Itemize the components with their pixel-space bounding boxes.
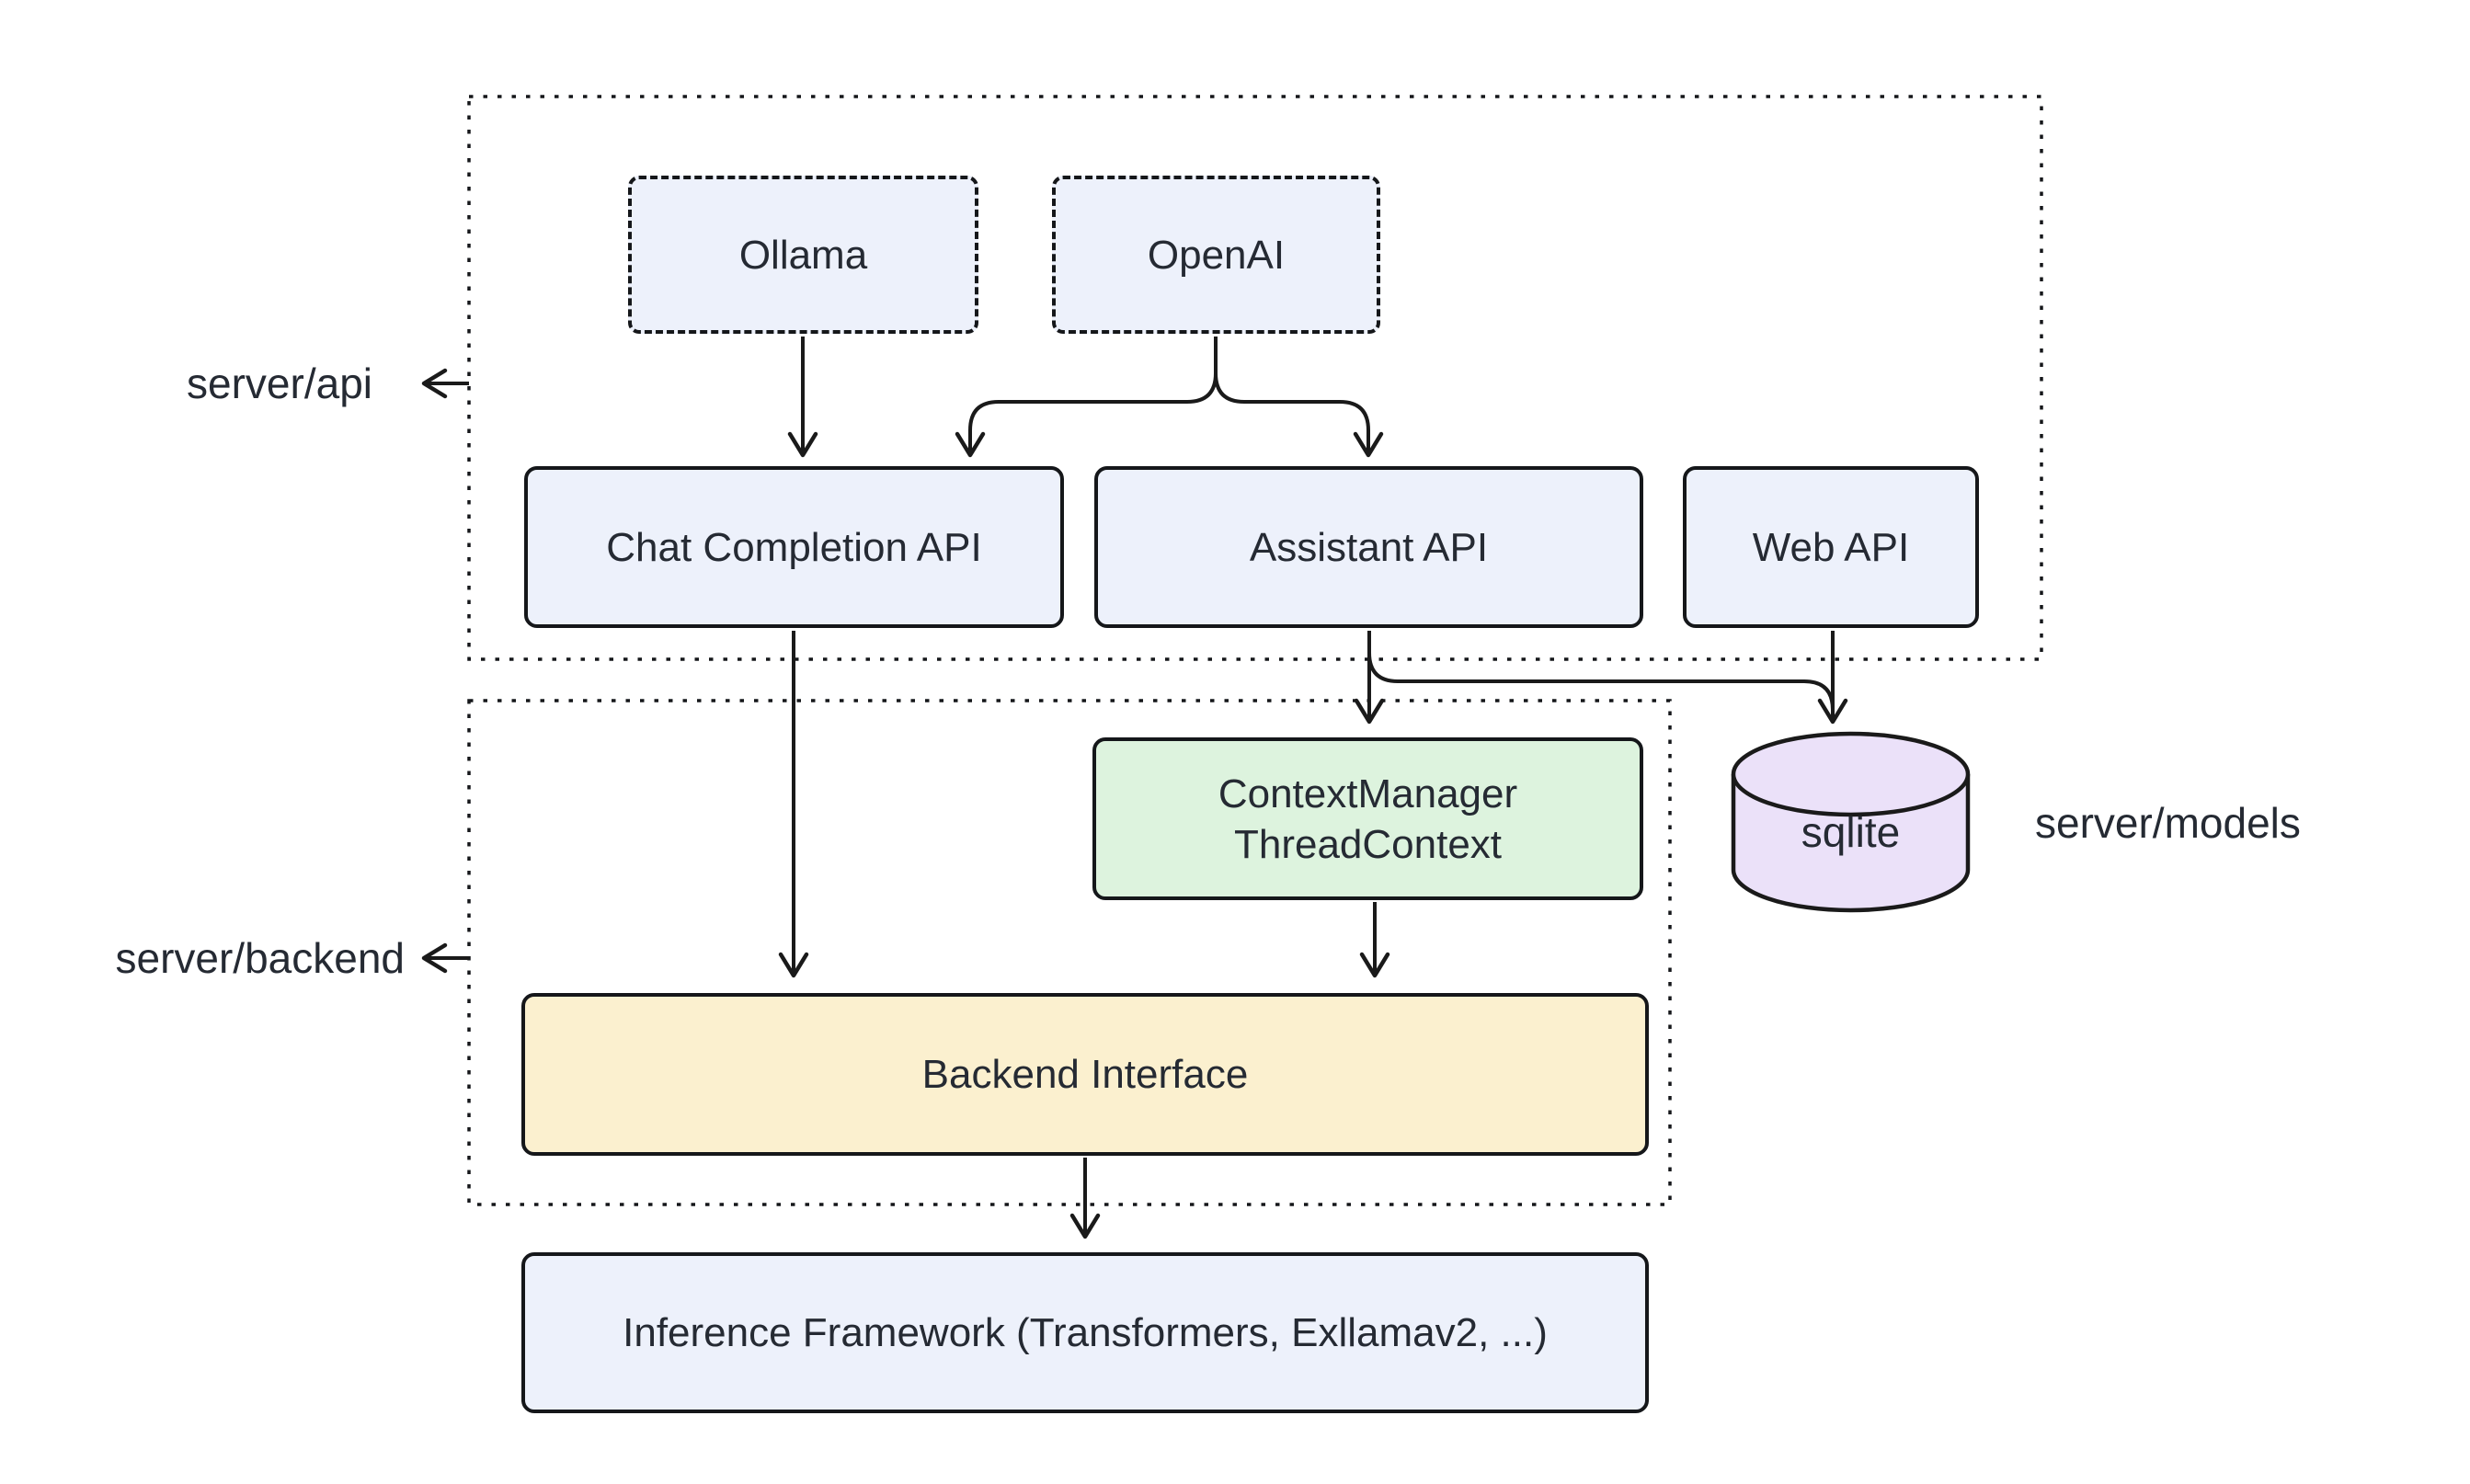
node-context-manager-line2: ThreadContext	[1233, 821, 1503, 867]
node-assistant-api: Assistant API	[1094, 466, 1643, 628]
node-web-api: Web API	[1683, 466, 1979, 628]
node-backend-interface-label: Backend Interface	[921, 1052, 1249, 1097]
node-inference-framework-label: Inference Framework (Transformers, Exlla…	[623, 1310, 1548, 1355]
node-chat-completion-api: Chat Completion API	[524, 466, 1064, 628]
node-inference-framework: Inference Framework (Transformers, Exlla…	[521, 1252, 1649, 1413]
node-sqlite-label: sqlite	[1801, 808, 1901, 856]
edge-assistant-to-sqlite-branch	[1367, 631, 1835, 715]
node-openai-label: OpenAI	[1147, 232, 1286, 278]
node-sqlite: sqlite	[1733, 807, 1968, 857]
sqlite-cylinder-shape	[1731, 731, 1971, 913]
node-ollama: Ollama	[628, 176, 978, 334]
edge-openai-to-chat-completion	[955, 337, 1218, 458]
server-backend-container	[467, 699, 1672, 1206]
node-assistant-api-label: Assistant API	[1249, 524, 1489, 570]
edge-openai-to-assistant	[1214, 337, 1384, 458]
node-web-api-label: Web API	[1752, 524, 1910, 570]
node-context-manager-line1: ContextManager	[1218, 771, 1518, 816]
server-api-label: server/api	[187, 360, 372, 407]
server-backend-label: server/backend	[115, 934, 406, 982]
node-ollama-label: Ollama	[738, 232, 868, 278]
node-chat-completion-api-label: Chat Completion API	[606, 524, 982, 570]
node-openai: OpenAI	[1052, 176, 1380, 334]
server-api-container	[467, 95, 2043, 661]
node-context-manager: ContextManager ThreadContext	[1092, 737, 1643, 900]
node-backend-interface: Backend Interface	[521, 993, 1649, 1156]
server-models-label: server/models	[2035, 799, 2301, 847]
